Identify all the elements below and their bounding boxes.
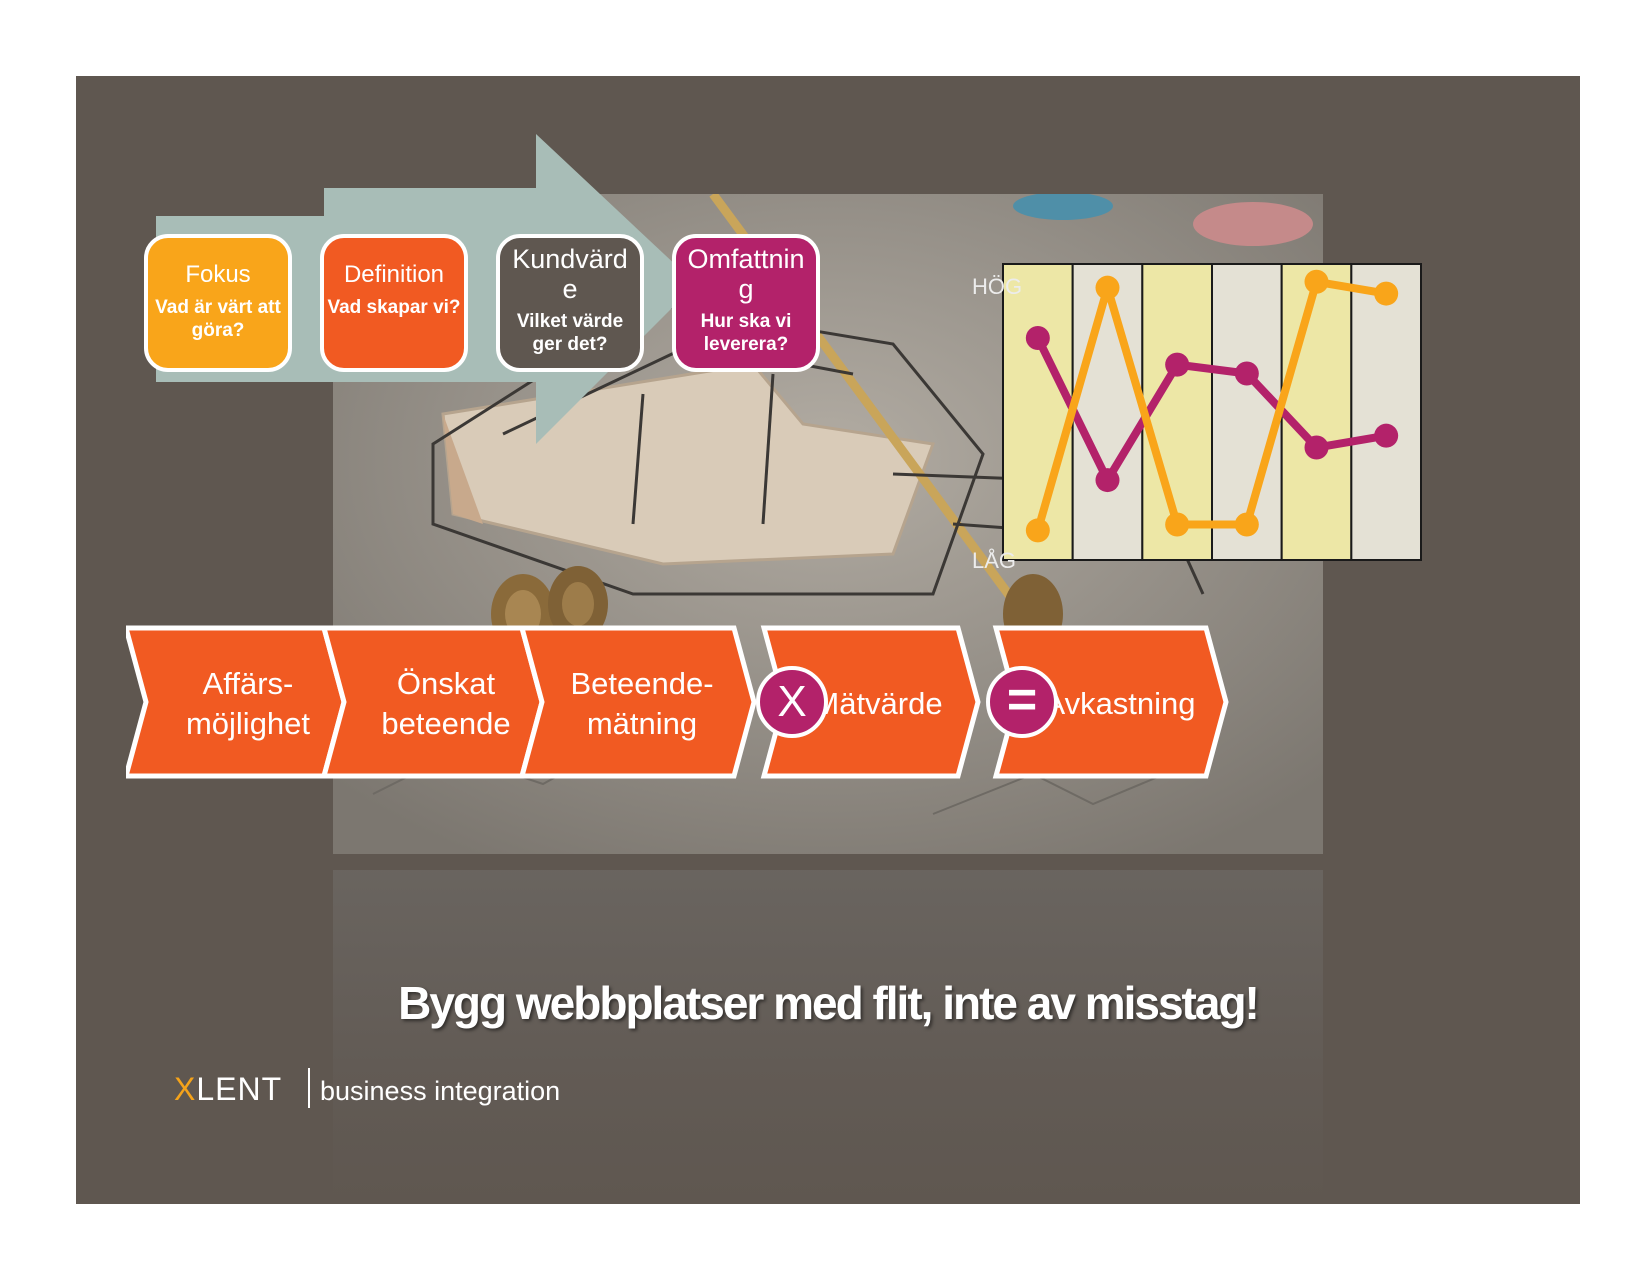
series-2-point	[1165, 512, 1190, 537]
multiply-operator: X	[756, 666, 828, 738]
photo-reflection	[333, 870, 1323, 1204]
flow-step-matvarde: Mätvärde	[813, 686, 943, 721]
logo-subtitle: business integration	[320, 1076, 561, 1106]
line-chart	[1002, 263, 1423, 561]
series-1-point	[1304, 435, 1329, 460]
wheel	[548, 566, 608, 642]
chart-column	[1280, 263, 1353, 561]
series-1-point	[1374, 423, 1399, 448]
series-1-point	[1234, 361, 1259, 386]
value-flow	[126, 625, 1229, 779]
chart-column	[1071, 263, 1144, 561]
series-2-point	[1374, 281, 1399, 306]
stage-kundvarde-title: Kundvärde	[512, 244, 628, 304]
chart-bottom-label: LÅG	[972, 548, 1017, 573]
flow-step-beteendematning: Beteende- mätning	[570, 666, 714, 741]
stage-fokus: Fokus Vad är värt att göra?	[144, 234, 292, 372]
series-2-point	[1304, 269, 1329, 294]
flow-step-avkastning: Avkastning	[1044, 686, 1196, 721]
stage-omfattning-question: Hur ska vi leverera?	[700, 311, 792, 355]
stage-fokus-title: Fokus	[185, 261, 251, 288]
stage-kundvarde-question: Vilket värde ger det?	[516, 311, 624, 355]
chart-column	[1002, 263, 1074, 561]
xlent-logo: XLENT	[174, 1071, 282, 1108]
flow-step-onskat-beteende: Önskat beteende	[381, 666, 511, 741]
stage-omfattning: Omfattning Hur ska vi leverera?	[672, 234, 820, 372]
series-1-point	[1095, 468, 1120, 493]
logo-x: X	[174, 1071, 197, 1107]
stage-kundvarde: Kundvärde Vilket värde ger det?	[496, 234, 644, 372]
stage-definition: Definition Vad skapar vi?	[320, 234, 468, 372]
series-1-point	[1025, 326, 1050, 350]
stage-omfattning-title: Omfattning	[687, 244, 805, 304]
chart-top-label: HÖG	[972, 274, 1023, 299]
logo-lent: LENT	[196, 1071, 283, 1107]
slide: Fokus Vad är värt att göra? Definition V…	[76, 76, 1580, 1204]
stage-definition-title: Definition	[343, 261, 445, 288]
stage-fokus-question: Vad är värt att göra?	[155, 297, 281, 341]
flow-step-affarsmojlighet: Affärs- möjlighet	[185, 666, 311, 741]
tagline: Bygg webbplatser med flit, inte av misst…	[398, 977, 1260, 1029]
equals-operator: =	[986, 666, 1058, 738]
series-2-point	[1234, 512, 1259, 537]
series-1-point	[1165, 352, 1190, 377]
stage-definition-question: Vad skapar vi?	[327, 297, 461, 318]
chart-column	[1350, 263, 1423, 561]
series-2-point	[1025, 518, 1050, 543]
logo-separator	[308, 1068, 310, 1108]
flow-chevron	[518, 625, 757, 779]
series-2-point	[1095, 275, 1120, 300]
